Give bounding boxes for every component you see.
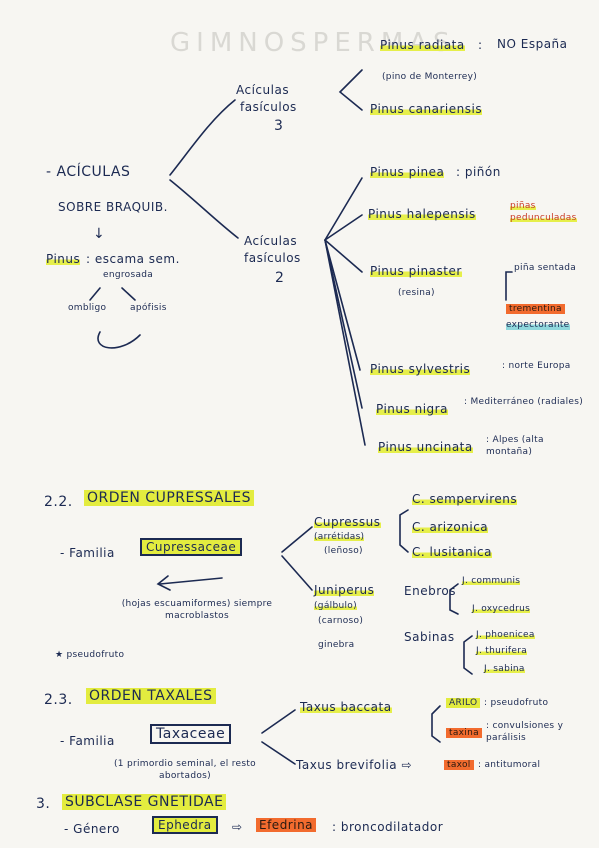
taxaceae-prefix: - Familia <box>60 734 115 748</box>
j-communis: J. communis <box>462 576 521 586</box>
pinus-sylvestris-note: : norte Europa <box>502 361 571 371</box>
juniperus-sub3: ginebra <box>318 640 355 650</box>
taxol: taxol <box>444 760 474 770</box>
pinus-desc: : escama sem. <box>86 252 180 266</box>
pinus-pinaster-note1: piña sentada <box>514 263 577 273</box>
pinus-pinea-note: : piñón <box>456 165 501 179</box>
branch-to-3 <box>169 99 236 176</box>
juniperus: Juniperus <box>314 583 375 597</box>
gnetidae-heading: SUBCLASE GNETIDAE <box>62 794 227 810</box>
cupressus-sub2: (leñoso) <box>324 546 363 556</box>
pinus-halepensis-note: piñas pedunculadas <box>510 201 577 223</box>
aciculas-2-label: Acículas <box>244 234 298 248</box>
pinus-radiata-sep: : <box>478 38 483 52</box>
pinus-pinaster: Pinus pinaster <box>370 264 462 278</box>
cupressaceae-note: (hojas escuamiformes) siempre macroblast… <box>121 599 273 621</box>
c-arizonica: C. arizonica <box>412 520 489 534</box>
efedrina: Efedrina <box>256 818 317 832</box>
aciculas-3-label: Acículas <box>236 83 290 97</box>
cupressales-heading: ORDEN CUPRESSALES <box>84 490 254 506</box>
taxol-note: : antitumoral <box>478 760 541 770</box>
gnetidae-num: 3. <box>36 796 51 812</box>
juniperus-sub2: (carnoso) <box>318 616 364 626</box>
enebros: Enebros <box>404 584 456 598</box>
pinus-nigra-note: : Mediterráneo (radiales) <box>464 397 584 407</box>
brace-3 <box>338 69 363 111</box>
taxus-baccata: Taxus baccata <box>300 700 392 714</box>
pinus-pinaster-note2: trementina <box>506 304 565 314</box>
arilo-note: : pseudofruto <box>484 698 549 708</box>
taxaceae-note: (1 primordio seminal, el resto abortados… <box>113 759 256 781</box>
pinus-canariensis: Pinus canariensis <box>370 102 483 116</box>
apofisis-label: apófisis <box>130 303 167 313</box>
taxus-brevifolia: Taxus brevifolia ⇨ <box>296 758 413 772</box>
arilo: ARILO <box>446 698 481 708</box>
cupressaceae-family: Cupressaceae <box>140 538 243 556</box>
pinus-desc2: engrosada <box>103 270 154 280</box>
j-phoenicea: J. phoenicea <box>476 630 535 640</box>
aciculas-3-sub: fasículos <box>240 100 297 114</box>
taxales-heading: ORDEN TAXALES <box>86 688 216 704</box>
genero-prefix: - Género <box>64 822 120 836</box>
ephedra-genus: Ephedra <box>152 816 218 834</box>
efedrina-note: : broncodilatador <box>332 820 444 834</box>
aciculas-3-num: 3 <box>274 118 284 134</box>
arrow-down-icon: ↓ <box>93 226 106 242</box>
pinus-uncinata: Pinus uncinata <box>378 440 473 454</box>
aciculas-2-num: 2 <box>275 270 285 286</box>
pinus-radiata-note: NO España <box>497 37 568 51</box>
pinus-pinea: Pinus pinea <box>370 165 445 179</box>
pinus-halepensis: Pinus halepensis <box>368 207 476 221</box>
j-thurifera: J. thurifera <box>476 646 528 656</box>
pinus-sylvestris: Pinus sylvestris <box>370 362 471 376</box>
j-sabina: J. sabina <box>484 664 525 674</box>
sabinas: Sabinas <box>404 630 455 644</box>
branch-to-2 <box>169 179 239 239</box>
pinus-pinaster-sub: (resina) <box>398 288 435 298</box>
arrow-right-icon: ⇨ <box>232 820 243 834</box>
pinus-nigra: Pinus nigra <box>376 402 448 416</box>
taxina-note: : convulsiones y parálisis <box>486 721 564 743</box>
cupressus: Cupressus <box>314 515 381 529</box>
c-lusitanica: C. lusitanica <box>412 545 492 559</box>
juniperus-sub1: (gálbulo) <box>314 601 357 611</box>
c-sempervirens: C. sempervirens <box>412 492 518 506</box>
pinus-pinaster-note3: expectorante <box>506 320 570 330</box>
taxales-num: 2.3. <box>44 692 73 708</box>
ombligo-label: ombligo <box>68 303 107 313</box>
pinus-label: Pinus <box>46 252 81 266</box>
pinus-uncinata-note: : Alpes (alta montaña) <box>486 435 544 457</box>
taxina: taxina <box>446 728 482 738</box>
aciculas-main: - ACÍCULAS <box>46 164 131 180</box>
aciculas-braquib: SOBRE BRAQUIB. <box>58 200 168 214</box>
taxaceae-family: Taxaceae <box>150 724 232 744</box>
cupressales-num: 2.2. <box>44 494 73 510</box>
cupressus-sub1: (arrétidas) <box>314 532 365 542</box>
cupressaceae-prefix: - Familia <box>60 546 115 560</box>
pinus-radiata-sub: (pino de Monterrey) <box>382 72 478 82</box>
pinus-radiata: Pinus radiata <box>380 38 465 52</box>
pseudofruto-label: ★ pseudofruto <box>55 650 125 660</box>
j-oxycedrus: J. oxycedrus <box>472 604 531 614</box>
aciculas-2-sub: fasículos <box>244 251 301 265</box>
